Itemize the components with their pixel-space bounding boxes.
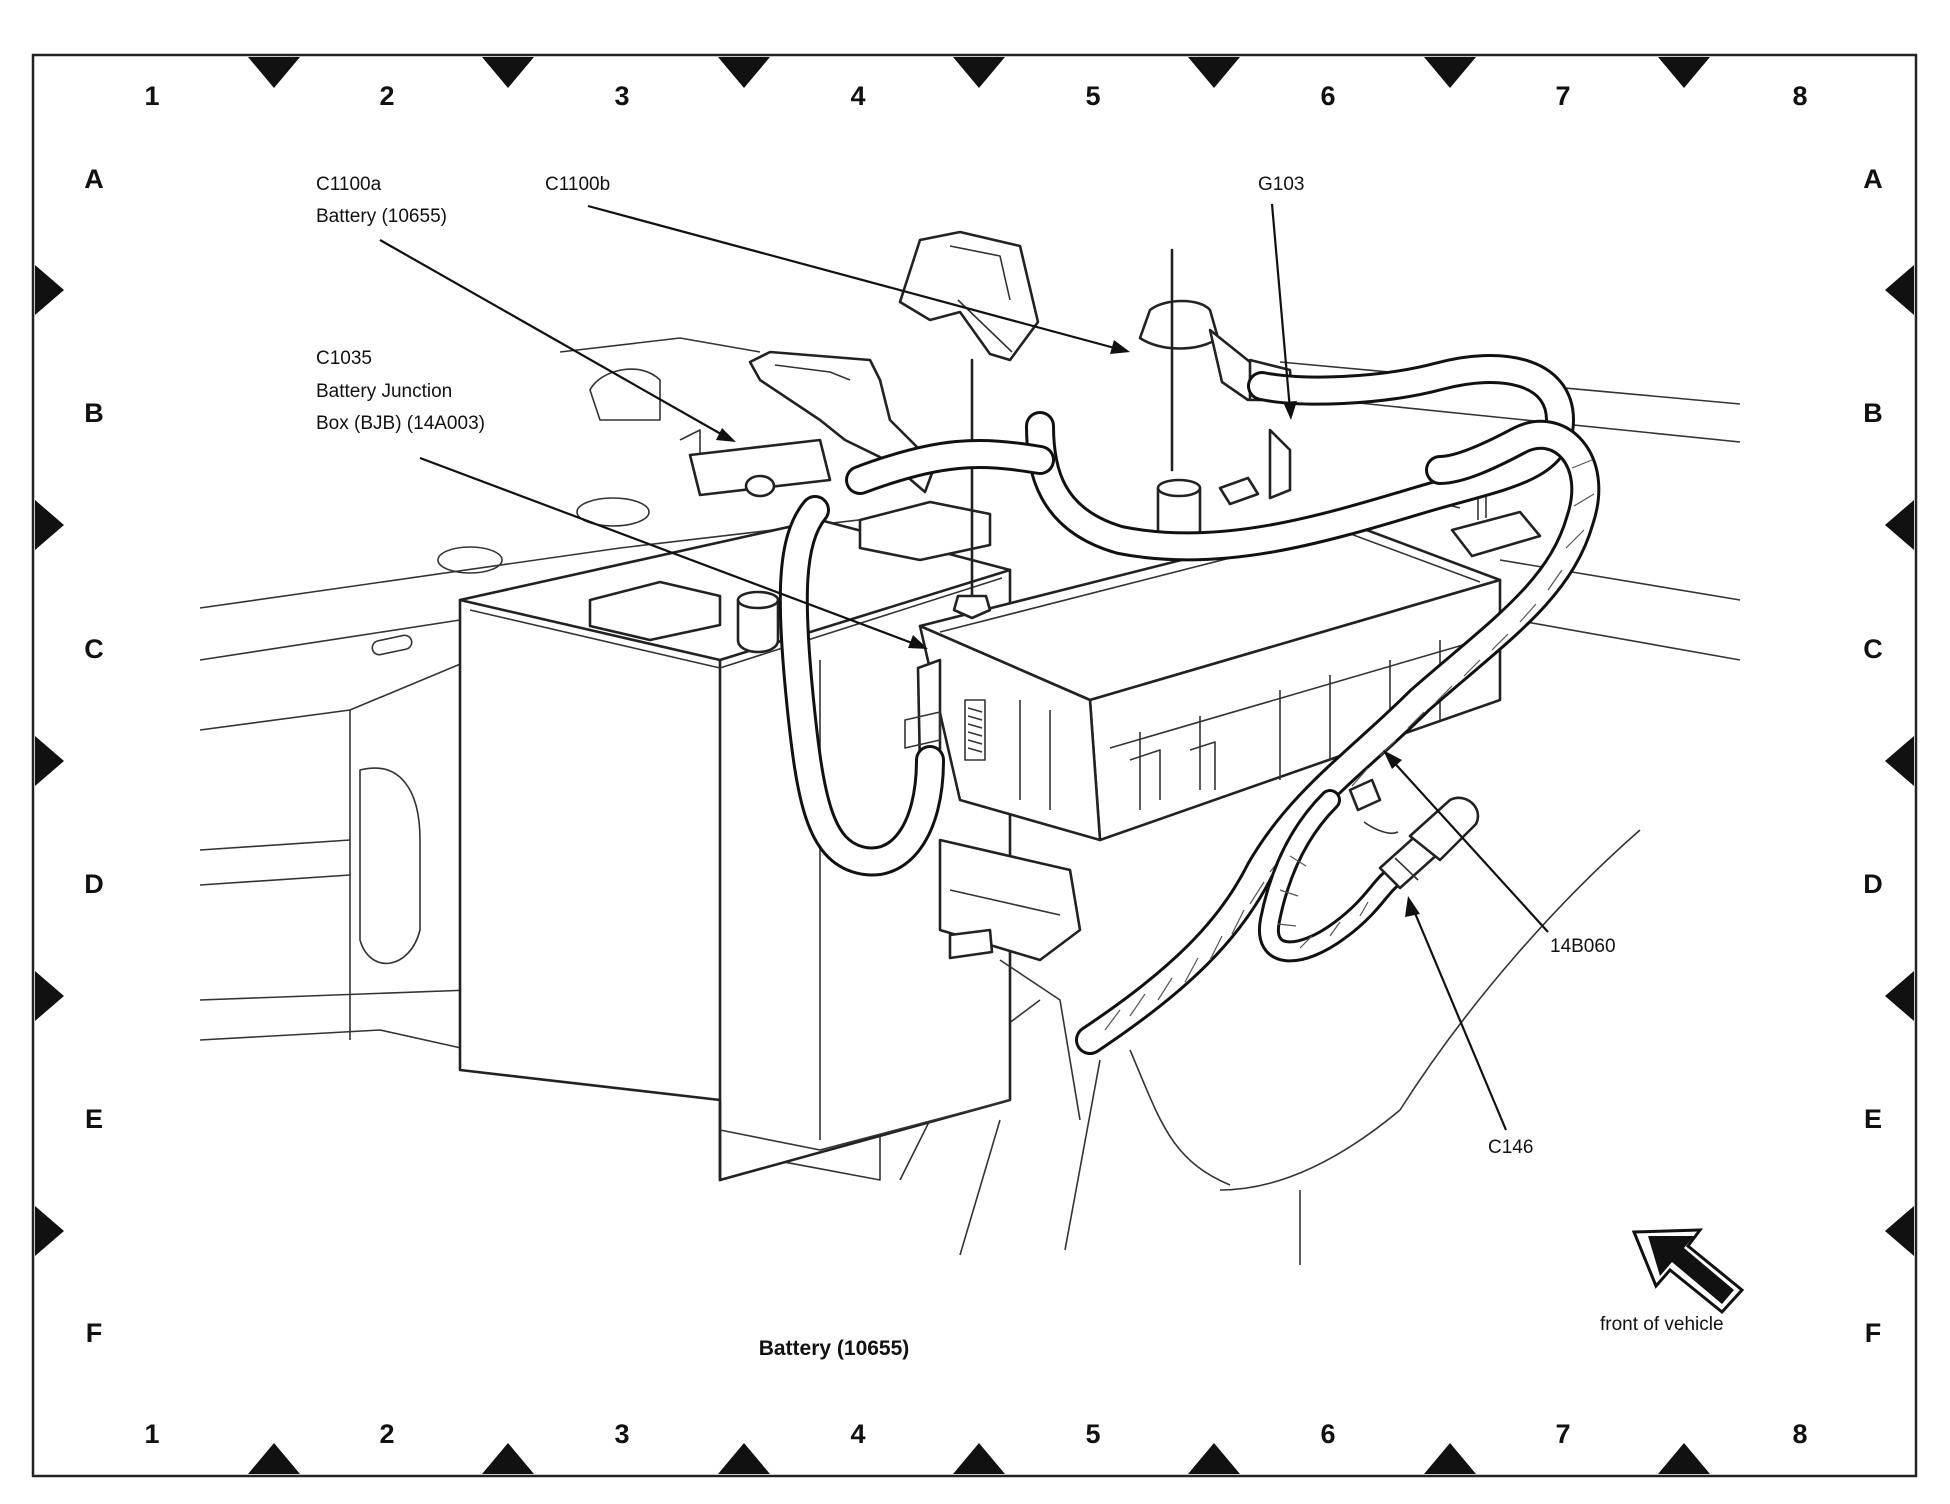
arrowhead	[716, 428, 736, 442]
grid-row-label: E	[85, 1104, 103, 1134]
grid-columns-top: 1 2 3 4 5 6 7 8	[144, 81, 1807, 111]
label-c1100b: C1100b	[545, 174, 610, 195]
grid-col-label: 4	[850, 1419, 865, 1449]
leader-c1100a	[379, 239, 729, 439]
front-of-vehicle-arrow-icon	[1631, 1228, 1745, 1315]
label-front-of-vehicle: front of vehicle	[1600, 1314, 1724, 1335]
leader-lines	[379, 203, 1549, 1131]
grid-row-label: B	[84, 398, 104, 428]
arrowhead	[908, 635, 928, 649]
callout-labels: C1100a Battery (10655) C1100b G103 C1035…	[316, 174, 1724, 1335]
grid-columns-bottom: 1 2 3 4 5 6 7 8	[144, 1419, 1807, 1449]
grid-row-label: F	[1865, 1318, 1882, 1348]
grid-col-label: 3	[614, 1419, 629, 1449]
label-c1100a: C1100a	[316, 174, 382, 195]
leader-g103	[1270, 203, 1292, 411]
negative-cable	[778, 495, 945, 877]
leader-c146	[1410, 905, 1508, 1131]
leader-c1035	[419, 456, 921, 648]
grid-col-label: 2	[379, 81, 394, 111]
grid-col-label: 7	[1555, 81, 1570, 111]
grid-rows-left: A B C D E F	[84, 164, 104, 1348]
leader-c1100b	[587, 204, 1123, 352]
grid-col-label: 1	[144, 81, 159, 111]
grid-row-label: A	[1863, 164, 1883, 194]
label-c1035-bjb-part: Box (BJB) (14A003)	[316, 413, 485, 434]
grid-col-label: 5	[1085, 81, 1100, 111]
label-c1035: C1035	[316, 348, 372, 369]
grid-markers	[35, 57, 1914, 1474]
grid-col-label: 6	[1320, 1419, 1335, 1449]
grid-row-label: F	[86, 1318, 103, 1348]
grid-col-label: 4	[850, 81, 865, 111]
grid-row-label: A	[84, 164, 104, 194]
label-14b060: 14B060	[1550, 936, 1616, 957]
grid-row-label: B	[1863, 398, 1883, 428]
label-c1100a-battery: Battery (10655)	[316, 206, 447, 227]
grid-col-label: 6	[1320, 81, 1335, 111]
diagram-frame	[31, 53, 1918, 1478]
grid-col-label: 2	[379, 1419, 394, 1449]
positive-cable	[845, 353, 1575, 562]
grid-row-label: D	[1863, 869, 1883, 899]
grid-col-label: 5	[1085, 1419, 1100, 1449]
leader-14b060	[1389, 757, 1549, 933]
grid-col-label: 7	[1555, 1419, 1570, 1449]
grid-row-label: C	[1863, 634, 1883, 664]
arrowhead	[1283, 401, 1297, 420]
label-g103: G103	[1258, 174, 1304, 195]
grid-col-label: 8	[1792, 1419, 1807, 1449]
c146-connector	[1378, 796, 1480, 890]
grid-col-label: 3	[614, 81, 629, 111]
arrowhead	[1383, 750, 1402, 769]
grid-rows-right: A B C D E F	[1863, 164, 1883, 1348]
wiring-harness-14b060	[1075, 419, 1601, 1055]
grid-row-label: E	[1864, 1104, 1882, 1134]
grid-row-label: D	[84, 869, 104, 899]
engine-compartment-illustration	[199, 230, 1741, 1265]
grid-row-label: C	[84, 634, 104, 664]
figure-caption: Battery (10655)	[759, 1337, 910, 1360]
grid-col-label: 8	[1792, 81, 1807, 111]
label-c146: C146	[1488, 1137, 1533, 1158]
arrowhead	[1405, 896, 1420, 917]
label-c1035-bjb: Battery Junction	[316, 381, 452, 402]
arrowhead	[1110, 340, 1130, 354]
grid-col-label: 1	[144, 1419, 159, 1449]
